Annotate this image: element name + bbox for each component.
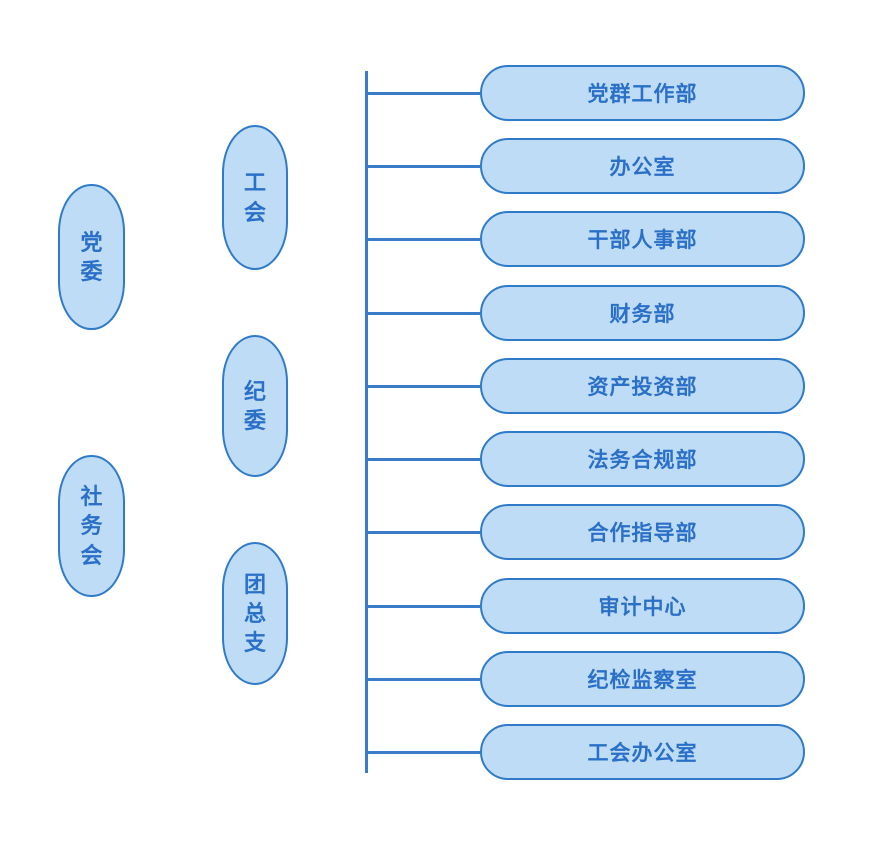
trunk-line — [365, 71, 368, 773]
dept-node-discipline-inspection: 纪检监察室 — [480, 651, 805, 707]
dept-label: 党群工作部 — [587, 83, 698, 106]
dept-node-union-office: 工会办公室 — [480, 724, 805, 780]
connector-line — [367, 678, 480, 681]
connector-line — [367, 605, 480, 608]
org-node-labor-union: 工会 — [222, 125, 288, 270]
dept-node-audit-center: 审计中心 — [480, 578, 805, 634]
org-node-youth-league-branch: 团总支 — [222, 542, 288, 685]
dept-node-finance: 财务部 — [480, 285, 805, 341]
connector-line — [367, 92, 480, 95]
org-node-party-committee: 党委 — [58, 184, 125, 330]
dept-label: 法务合规部 — [587, 449, 698, 472]
org-node-label: 党委 — [80, 229, 103, 284]
dept-label: 干部人事部 — [587, 229, 698, 252]
dept-node-cadre-personnel: 干部人事部 — [480, 211, 805, 267]
dept-node-party-mass-work: 党群工作部 — [480, 65, 805, 121]
dept-label: 财务部 — [609, 303, 676, 326]
dept-label: 工会办公室 — [587, 742, 698, 765]
org-node-discipline-committee: 纪委 — [222, 335, 288, 477]
connector-line — [367, 385, 480, 388]
connector-line — [367, 312, 480, 315]
dept-node-legal-compliance: 法务合规部 — [480, 431, 805, 487]
dept-label: 纪检监察室 — [587, 669, 698, 692]
dept-node-cooperation-guidance: 合作指导部 — [480, 504, 805, 560]
dept-label: 资产投资部 — [587, 376, 698, 399]
dept-node-asset-investment: 资产投资部 — [480, 358, 805, 414]
dept-label: 合作指导部 — [587, 522, 698, 545]
org-node-label: 社务会 — [80, 484, 103, 568]
org-node-label: 纪委 — [243, 378, 266, 433]
dept-label: 办公室 — [609, 156, 676, 179]
dept-node-general-office: 办公室 — [480, 138, 805, 194]
dept-label: 审计中心 — [598, 596, 687, 619]
org-node-society-affairs-council: 社务会 — [58, 455, 125, 597]
connector-line — [367, 458, 480, 461]
connector-line — [367, 165, 480, 168]
org-node-label: 团总支 — [243, 571, 266, 656]
org-node-label: 工会 — [243, 170, 266, 225]
connector-line — [367, 238, 480, 241]
connector-line — [367, 751, 480, 754]
connector-line — [367, 531, 480, 534]
